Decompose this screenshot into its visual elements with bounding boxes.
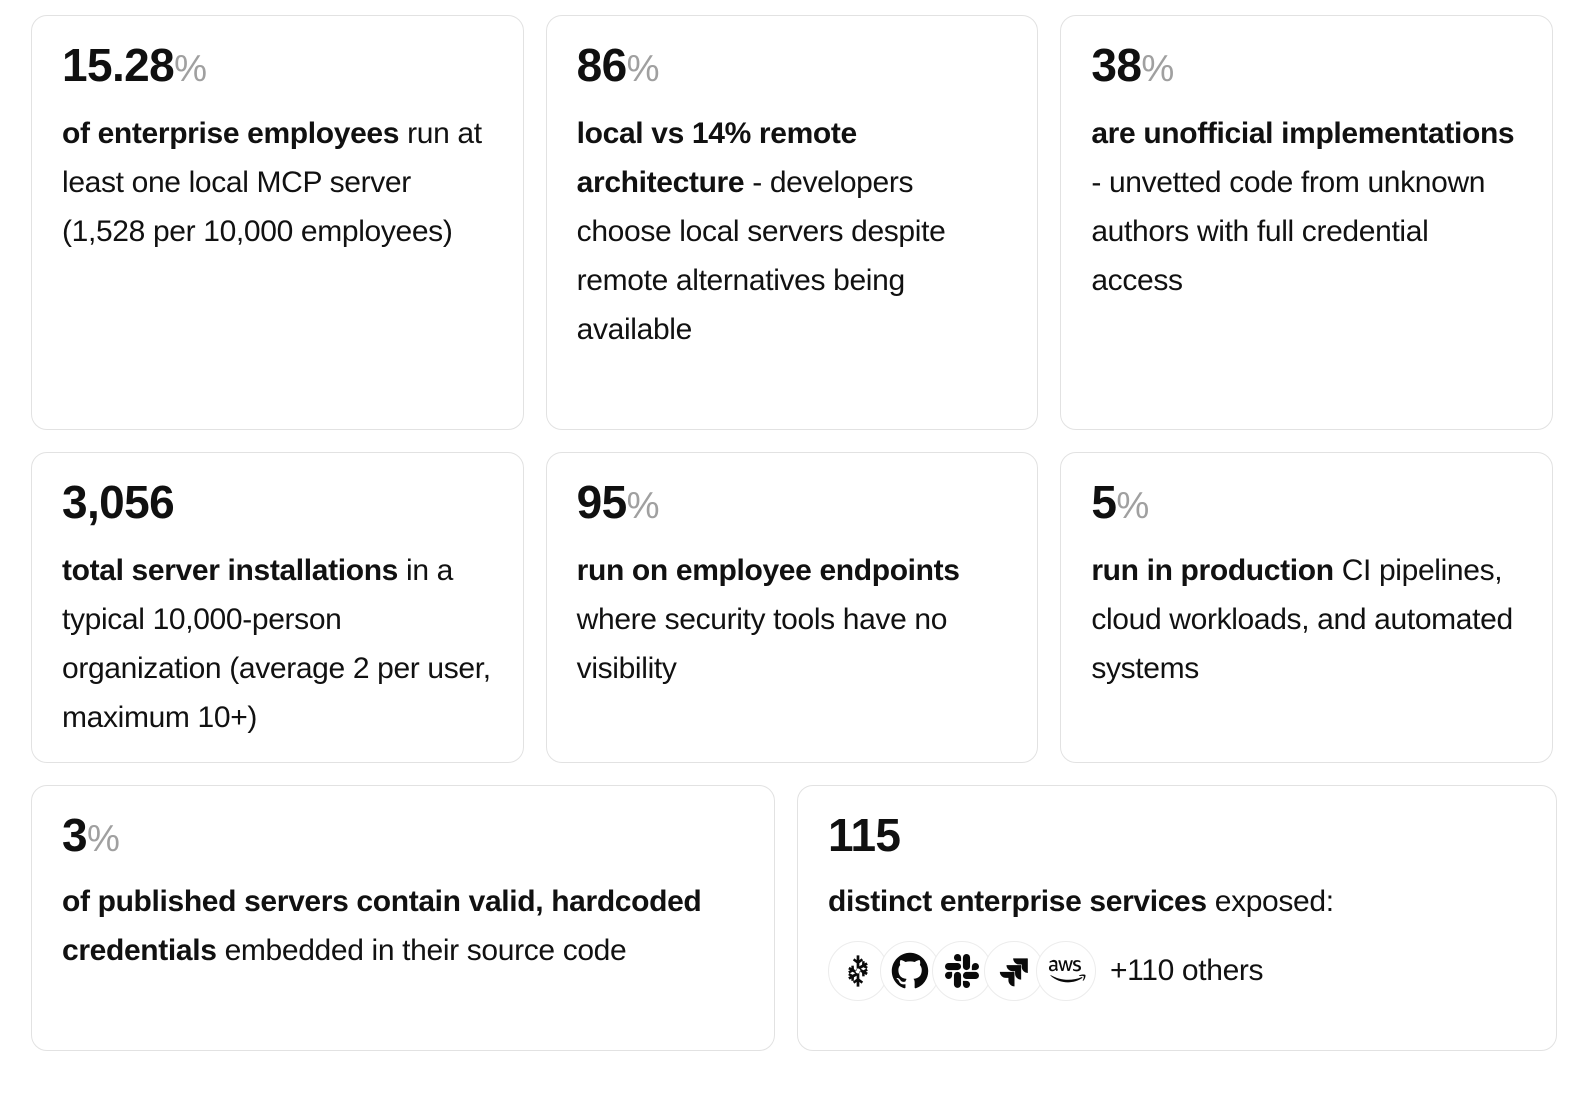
stat-lead: distinct enterprise services (828, 885, 1207, 918)
stat-lead: of enterprise employees (62, 117, 400, 150)
stat-unit: % (86, 818, 120, 859)
stat-lead: total server installations (62, 554, 399, 587)
stat-number: 5 (1091, 476, 1117, 528)
stat-value: 15.28% (62, 42, 493, 88)
stat-rest: embedded in their source code (224, 933, 627, 967)
stat-number: 86 (576, 39, 628, 91)
stat-card-total-installations: 3,056 total server installations in a ty… (31, 452, 524, 763)
stat-value: 5% (1091, 479, 1522, 525)
stats-row-3: 3% of published servers contain valid, h… (31, 785, 1557, 1051)
exposed-services-logos: +110 others (828, 940, 1526, 1001)
stat-value: 95% (577, 479, 1008, 525)
stat-card-local-vs-remote: 86% local vs 14% remote architecture - d… (545, 15, 1039, 430)
stat-rest: run at least one local MCP server (1,528… (62, 117, 482, 248)
stat-rest: exposed: (1214, 885, 1334, 918)
stat-value: 115 (828, 812, 1526, 858)
stat-description: run on employee endpoints where security… (577, 547, 1008, 694)
stat-description: are unofficial implementations - unvette… (1091, 110, 1522, 306)
stat-number: 3,056 (62, 476, 175, 528)
stat-number: 115 (828, 809, 901, 861)
stat-unit: % (626, 485, 660, 526)
stat-card-unofficial-implementations: 38% are unofficial implementations - unv… (1060, 15, 1554, 430)
jira-icon (984, 940, 1044, 1001)
stat-card-distinct-services: 115 distinct enterprise services exposed… (797, 785, 1557, 1051)
stat-value: 86% (577, 42, 1008, 88)
stat-description: of published servers contain valid, hard… (62, 878, 744, 976)
stat-unit: % (1141, 48, 1174, 89)
stat-card-employee-endpoints: 95% run on employee endpoints where secu… (545, 452, 1039, 763)
stat-card-enterprise-employees: 15.28% of enterprise employees run at le… (31, 15, 524, 430)
aws-icon (1036, 940, 1096, 1001)
stats-row-1: 15.28% of enterprise employees run at le… (31, 15, 1554, 430)
stat-lead: local vs 14% remote architecture (576, 117, 858, 199)
slack-icon (932, 940, 992, 1001)
stat-number: 15.28 (62, 39, 175, 91)
github-icon (880, 940, 940, 1001)
snowflake-icon (828, 940, 888, 1001)
stat-lead: run in production (1091, 554, 1334, 587)
stat-rest: - unvetted code from unknown authors wit… (1091, 165, 1486, 297)
stat-unit: % (626, 48, 660, 89)
stat-lead: are unofficial implementations (1091, 117, 1515, 150)
stat-description: distinct enterprise services exposed: (828, 878, 1526, 927)
stat-value: 3% (62, 812, 744, 858)
stat-rest: - developers choose local servers despit… (576, 165, 946, 346)
stat-number: 3 (62, 809, 88, 861)
stats-row-2: 3,056 total server installations in a ty… (31, 452, 1554, 763)
stat-description: of enterprise employees run at least one… (62, 110, 493, 257)
stat-unit: % (174, 48, 207, 89)
stat-description: run in production CI pipelines, cloud wo… (1091, 547, 1522, 694)
stat-number: 38 (1091, 39, 1142, 91)
stat-number: 95 (576, 476, 628, 528)
stat-card-hardcoded-credentials: 3% of published servers contain valid, h… (31, 785, 775, 1051)
stat-lead: of published servers contain valid, hard… (62, 885, 702, 967)
stat-card-run-in-production: 5% run in production CI pipelines, cloud… (1060, 452, 1554, 763)
stat-description: total server installations in a typical … (62, 547, 493, 743)
stat-rest: CI pipelines, cloud workloads, and autom… (1091, 554, 1513, 685)
stat-rest: where security tools have no visibility (576, 602, 948, 685)
stat-value: 38% (1091, 42, 1522, 88)
stat-rest: in a typical 10,000-person organization … (62, 554, 491, 734)
stat-value: 3,056 (62, 479, 493, 525)
exposed-services-more-label: +110 others (1110, 953, 1264, 987)
stat-lead: run on employee endpoints (576, 554, 960, 587)
stat-description: local vs 14% remote architecture - devel… (577, 110, 1008, 354)
stat-unit: % (1116, 485, 1149, 526)
